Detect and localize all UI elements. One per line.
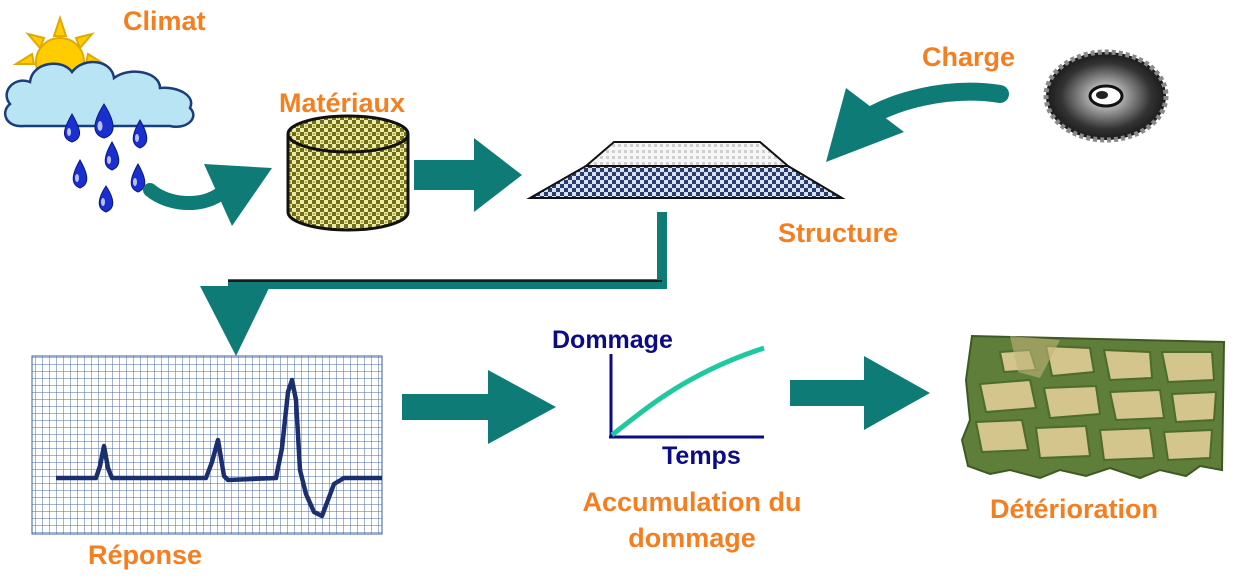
label-deterioration: Détérioration [990,494,1159,524]
arrow-reponse-to-accumulation [402,370,556,444]
graph-y-label: Dommage [552,326,673,354]
sun-cloud-rain-icon [4,14,195,213]
arrow-climat-to-materiaux [143,164,272,226]
cracked-soil-icon [960,334,1226,480]
damage-graph [609,345,765,439]
damage-curve [610,345,765,437]
label-reponse: Réponse [88,540,203,570]
label-charge: Charge [922,42,1016,72]
label-accumulation-line1: Accumulation du [582,487,802,517]
label-climat: Climat [123,6,206,36]
label-accumulation: Accumulation du dommage [560,484,824,556]
material-cylinder-icon [286,114,410,232]
label-structure: Structure [778,218,899,248]
arrow-accumulation-to-deterioration [790,356,930,430]
arrow-structure-to-reponse [200,212,667,356]
label-accumulation-line2: dommage [628,523,756,553]
signal-grid-icon [31,355,383,535]
label-materiaux: Matériaux [279,88,406,118]
graph-x-label: Temps [662,442,741,470]
tire-icon [1043,49,1169,143]
arrow-materiaux-to-structure [414,138,522,212]
arrow-charge-to-structure [826,82,1009,162]
pavement-structure-icon [526,141,846,199]
